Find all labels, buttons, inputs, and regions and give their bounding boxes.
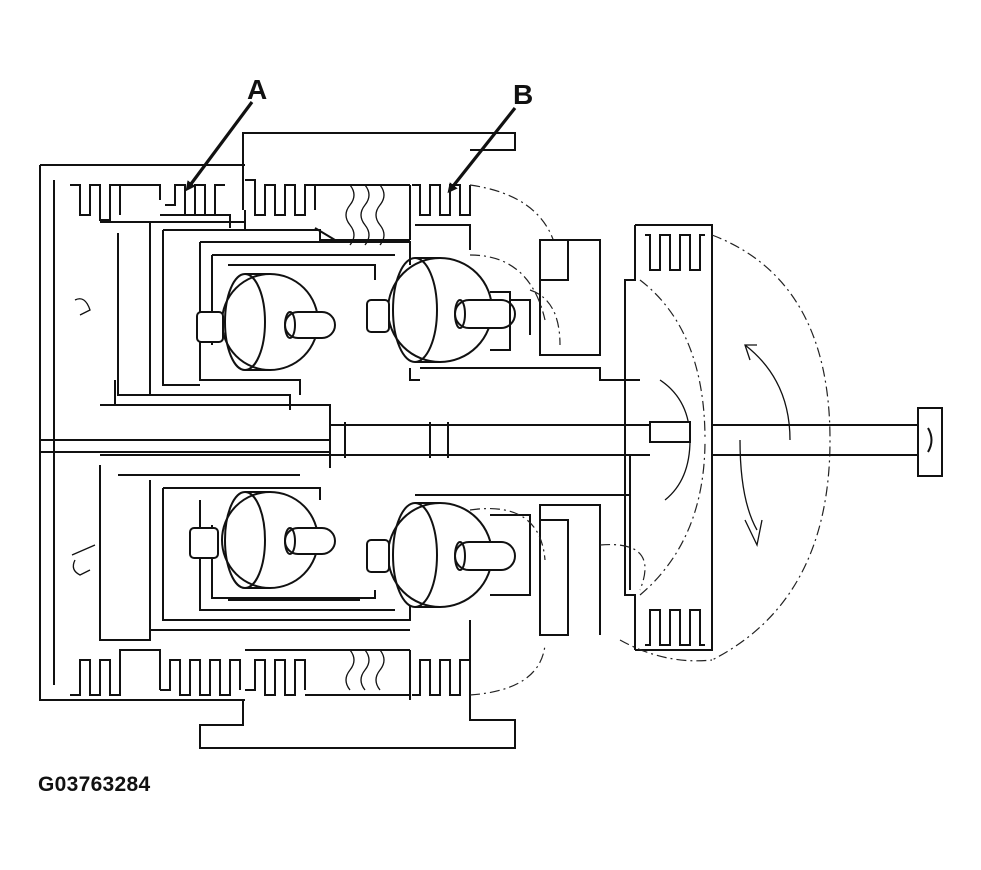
clutch-packs-lower (70, 620, 713, 700)
callout-a-leader (185, 101, 254, 192)
callout-a-label: A (247, 74, 267, 105)
callout-a: A (185, 74, 267, 192)
output-shaft (329, 407, 943, 477)
upper-planetary-set (196, 257, 531, 371)
outer-housing (39, 132, 516, 749)
callout-b-leader (447, 107, 517, 194)
flow-arrows (71, 298, 96, 576)
upper-drum (100, 221, 411, 425)
upper-right-carrier (409, 239, 640, 381)
clutch-pack-b (409, 184, 556, 250)
clutch-pack-a (70, 184, 231, 228)
right-housing (624, 224, 831, 661)
lower-planetary-set (189, 491, 531, 608)
clutch-pack-upper-mid (244, 179, 410, 246)
callout-b-label: B (513, 79, 533, 110)
callout-b: B (447, 79, 533, 194)
figure-id: G03763284 (38, 773, 151, 796)
lower-drum (99, 454, 411, 641)
lower-right-carrier (415, 455, 646, 636)
